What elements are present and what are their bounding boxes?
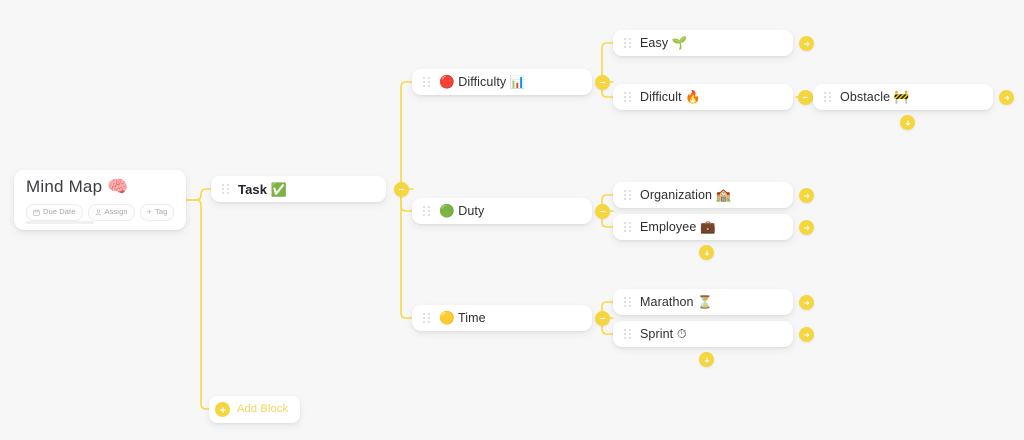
- collapse-button-time[interactable]: [595, 311, 610, 326]
- person-icon: [95, 209, 102, 216]
- drag-handle-icon[interactable]: [623, 221, 631, 234]
- expand-button-employee[interactable]: [799, 220, 814, 235]
- collapse-button-difficulty[interactable]: [595, 75, 610, 90]
- node-employee[interactable]: Employee 💼: [613, 214, 793, 240]
- plus-icon: [215, 402, 230, 417]
- collapse-button-duty[interactable]: [595, 204, 610, 219]
- node-duty[interactable]: 🟢 Duty: [412, 198, 592, 224]
- node-difficulty[interactable]: 🔴 Difficulty 📊: [412, 69, 592, 95]
- node-organization-label: Organization 🏫: [640, 187, 732, 202]
- node-marathon-label: Marathon ⏳: [640, 294, 713, 309]
- calendar-icon: [33, 208, 40, 216]
- expand-button-organization[interactable]: [799, 188, 814, 203]
- drag-handle-icon[interactable]: [623, 328, 631, 341]
- drag-handle-icon[interactable]: [623, 189, 631, 202]
- expand-button-marathon[interactable]: [799, 295, 814, 310]
- node-sprint-label: Sprint ⏱: [640, 326, 687, 341]
- add-tag-chip-label: Tag: [154, 207, 168, 217]
- add-tag-chip[interactable]: + Tag: [139, 203, 175, 221]
- drag-handle-icon[interactable]: [422, 205, 430, 218]
- node-easy-label: Easy 🌱: [640, 35, 688, 50]
- drag-handle-icon[interactable]: [623, 37, 631, 50]
- node-easy[interactable]: Easy 🌱: [613, 30, 793, 56]
- page-title: Mind Map 🧠: [26, 177, 129, 196]
- node-difficulty-label: 🔴 Difficulty 📊: [439, 74, 526, 89]
- collapse-button-task[interactable]: [394, 182, 409, 197]
- node-time[interactable]: 🟡 Time: [412, 305, 592, 331]
- node-time-label: 🟡 Time: [439, 310, 486, 325]
- add-below-button-sprint[interactable]: [699, 352, 714, 367]
- node-task-label: Task ✅: [238, 181, 288, 197]
- drag-handle-icon[interactable]: [623, 296, 631, 309]
- collapse-button-difficult[interactable]: [798, 90, 813, 105]
- drag-handle-icon[interactable]: [221, 183, 229, 196]
- node-difficult-label: Difficult 🔥: [640, 89, 701, 104]
- expand-button-sprint[interactable]: [799, 327, 814, 342]
- due-date-chip-label: Due Date: [43, 207, 76, 217]
- add-below-button-obstacle[interactable]: [900, 115, 915, 130]
- node-duty-label: 🟢 Duty: [439, 203, 485, 218]
- plus-icon: +: [146, 206, 152, 217]
- node-obstacle-label: Obstacle 🚧: [840, 89, 910, 104]
- expand-button-obstacle[interactable]: [999, 90, 1014, 105]
- assign-chip[interactable]: Assign: [87, 203, 135, 221]
- node-sprint[interactable]: Sprint ⏱: [613, 321, 793, 347]
- drag-handle-icon[interactable]: [823, 91, 831, 104]
- add-block-button[interactable]: Add Block: [209, 396, 301, 423]
- node-difficult[interactable]: Difficult 🔥: [613, 84, 793, 110]
- expand-button-easy[interactable]: [799, 36, 814, 51]
- root-card-divider: [26, 221, 94, 224]
- root-chip-row: Due Date Assign + Tag: [26, 203, 175, 221]
- due-date-chip[interactable]: Due Date: [26, 203, 83, 221]
- node-obstacle[interactable]: Obstacle 🚧: [813, 84, 993, 110]
- assign-chip-label: Assign: [104, 207, 128, 217]
- node-employee-label: Employee 💼: [640, 219, 716, 234]
- add-block-label: Add Block: [237, 403, 289, 415]
- drag-handle-icon[interactable]: [623, 91, 631, 104]
- node-organization[interactable]: Organization 🏫: [613, 182, 793, 208]
- node-task[interactable]: Task ✅: [211, 176, 386, 202]
- root-node-card[interactable]: Mind Map 🧠 Due Date: [14, 170, 186, 230]
- drag-handle-icon[interactable]: [422, 76, 430, 89]
- node-marathon[interactable]: Marathon ⏳: [613, 289, 793, 315]
- add-below-button-employee[interactable]: [699, 245, 714, 260]
- drag-handle-icon[interactable]: [422, 312, 430, 325]
